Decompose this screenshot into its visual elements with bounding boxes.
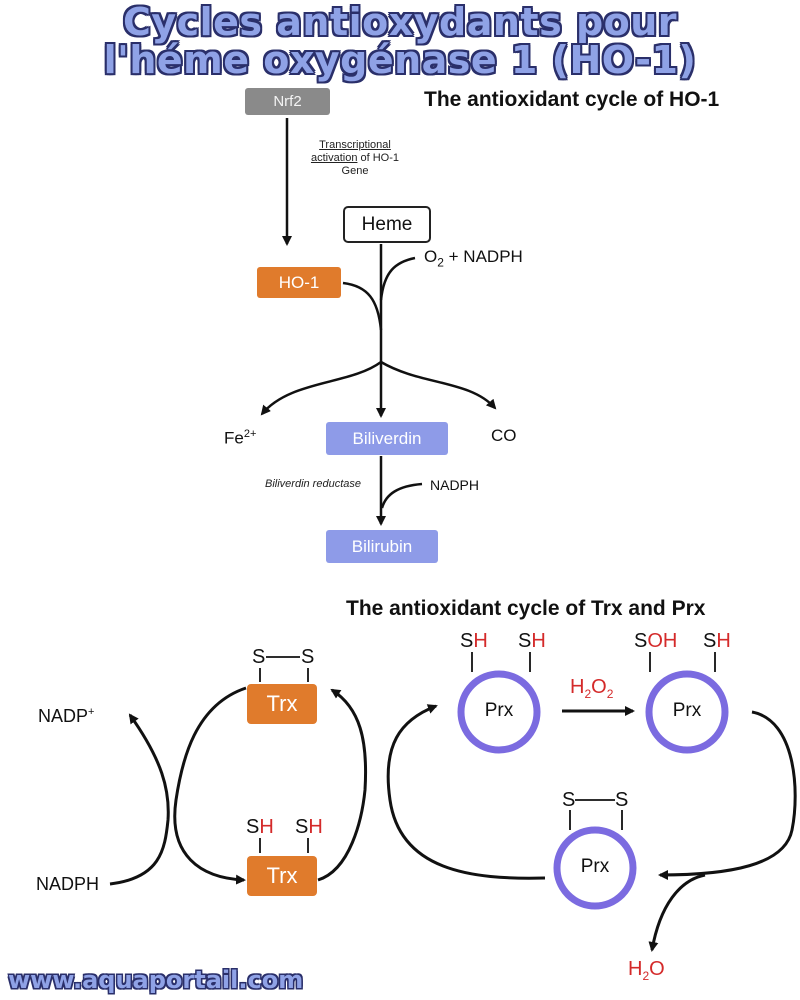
trx-oxidized-sulfur-left: S (252, 646, 266, 668)
transcription-label-gene-ref: of HO-1 (357, 152, 400, 164)
nadph-input-curve (380, 482, 423, 509)
prx-reduced-thiol-left: SH (460, 630, 488, 653)
biliverdin-reductase-label: Biliverdin reductase (265, 478, 361, 490)
trx-oxidized-sulfur-right: S (301, 646, 315, 668)
heme-box: Heme (343, 206, 431, 243)
nadph-suffix: + NADPH (443, 247, 523, 266)
hydrogen-symbol: H (259, 816, 274, 838)
h2o-h: H (628, 958, 643, 980)
nadph-to-nadp-curve (109, 713, 170, 886)
hydroxyl-symbol: OH (647, 630, 678, 652)
nadph-label: NADPH (36, 874, 100, 894)
sulfur-symbol: S (518, 630, 532, 652)
ho1-enzyme-box: HO-1 (257, 267, 341, 298)
hydrogen-symbol: H (716, 630, 731, 652)
trx-reduced-thiol-right: SH (295, 816, 323, 839)
prx-reduced-label: Prx (484, 700, 514, 721)
transcription-label-line-1: Transcriptional (319, 139, 391, 151)
hydrogen-symbol: H (308, 816, 323, 838)
nrf2-box: Nrf2 (245, 88, 330, 115)
nadp-charge: + (88, 706, 95, 718)
trx-prx-cycle-heading: The antioxidant cycle of Trx and Prx (346, 597, 706, 620)
transcription-label: Transcriptional activation of HO-1 Gene (300, 139, 410, 178)
prx-soh-to-disulfide-curve (658, 710, 797, 880)
reductase-nadph-label: NADPH (430, 477, 480, 493)
trx-reduced-box: Trx (247, 856, 317, 896)
prx-reduced-ring (457, 670, 541, 754)
sulfur-symbol: S (703, 630, 717, 652)
transcription-label-activation: activation (310, 152, 358, 164)
prx-reduced-thiol-right: SH (518, 630, 546, 653)
sulfur-symbol: S (246, 816, 260, 838)
prx-sulfenic-ring (645, 670, 729, 754)
h2o2-o-count: 2 (606, 687, 614, 701)
trx-reduced-thiol-left: SH (246, 816, 274, 839)
h2o2-h-count: 2 (584, 687, 592, 701)
co-output-curve (380, 360, 497, 410)
prx-sulfenic-thiol: SH (703, 630, 731, 653)
co-label: CO (491, 426, 517, 445)
page-title-line-1: Cycles antioxydants pour (122, 0, 678, 44)
o2-input-curve (379, 256, 416, 301)
page-title-line-2: l'héme oxygénase 1 (HO-1) (103, 38, 697, 82)
prx-disulfide-sulfur-right: S (615, 789, 629, 811)
h2o-o: O (649, 958, 665, 980)
trx-reduced-to-oxidized-curve (317, 688, 368, 882)
fe-label: Fe2+ (224, 428, 256, 449)
prx-disulfide-ring (553, 826, 637, 910)
h2o-release-curve (648, 873, 706, 952)
site-watermark: www.aquaportail.com (8, 966, 304, 994)
fe-charge: 2+ (243, 428, 257, 440)
prx-disulfide-sulfur-left: S (562, 789, 576, 811)
h2o-label: H2O (628, 958, 665, 983)
o2-nadph-label: O2 + NADPH (424, 247, 523, 269)
nadp-text: NADP (38, 706, 89, 726)
bilirubin-box: Bilirubin (326, 530, 438, 563)
h2o2-h: H (570, 676, 585, 698)
nadp-plus-label: NADP+ (38, 706, 94, 727)
ho1-cycle-heading: The antioxidant cycle of HO-1 (424, 88, 720, 111)
transcription-label-line-3: Gene (341, 165, 369, 177)
prx-sulfenic-label: Prx (672, 700, 702, 721)
transcription-label-line-2: activation of HO-1 (300, 152, 410, 165)
hydrogen-symbol: H (531, 630, 546, 652)
hydrogen-symbol: H (473, 630, 488, 652)
ho1-input-curve (342, 281, 383, 331)
prx-sulfenic-group: SOH (634, 630, 677, 653)
trx-oxidized-box: Trx (247, 684, 317, 724)
prx-disulfide-label: Prx (580, 856, 610, 877)
sulfur-symbol: S (295, 816, 309, 838)
h2o2-o: O (591, 676, 607, 698)
fe-output-curve (260, 360, 382, 416)
fe-symbol: Fe (224, 428, 244, 448)
o2-subscript: 2 (437, 255, 444, 270)
o2-symbol: O (424, 247, 438, 266)
sulfur-symbol: S (460, 630, 474, 652)
biliverdin-box: Biliverdin (326, 422, 448, 455)
trx-oxidized-to-reduced-curve (173, 686, 247, 885)
prx-disulfide-to-reduced-curve (386, 704, 546, 880)
sulfur-symbol: S (634, 630, 648, 652)
h2o-h-count: 2 (642, 969, 650, 983)
h2o2-label: H2O2 (570, 676, 613, 701)
